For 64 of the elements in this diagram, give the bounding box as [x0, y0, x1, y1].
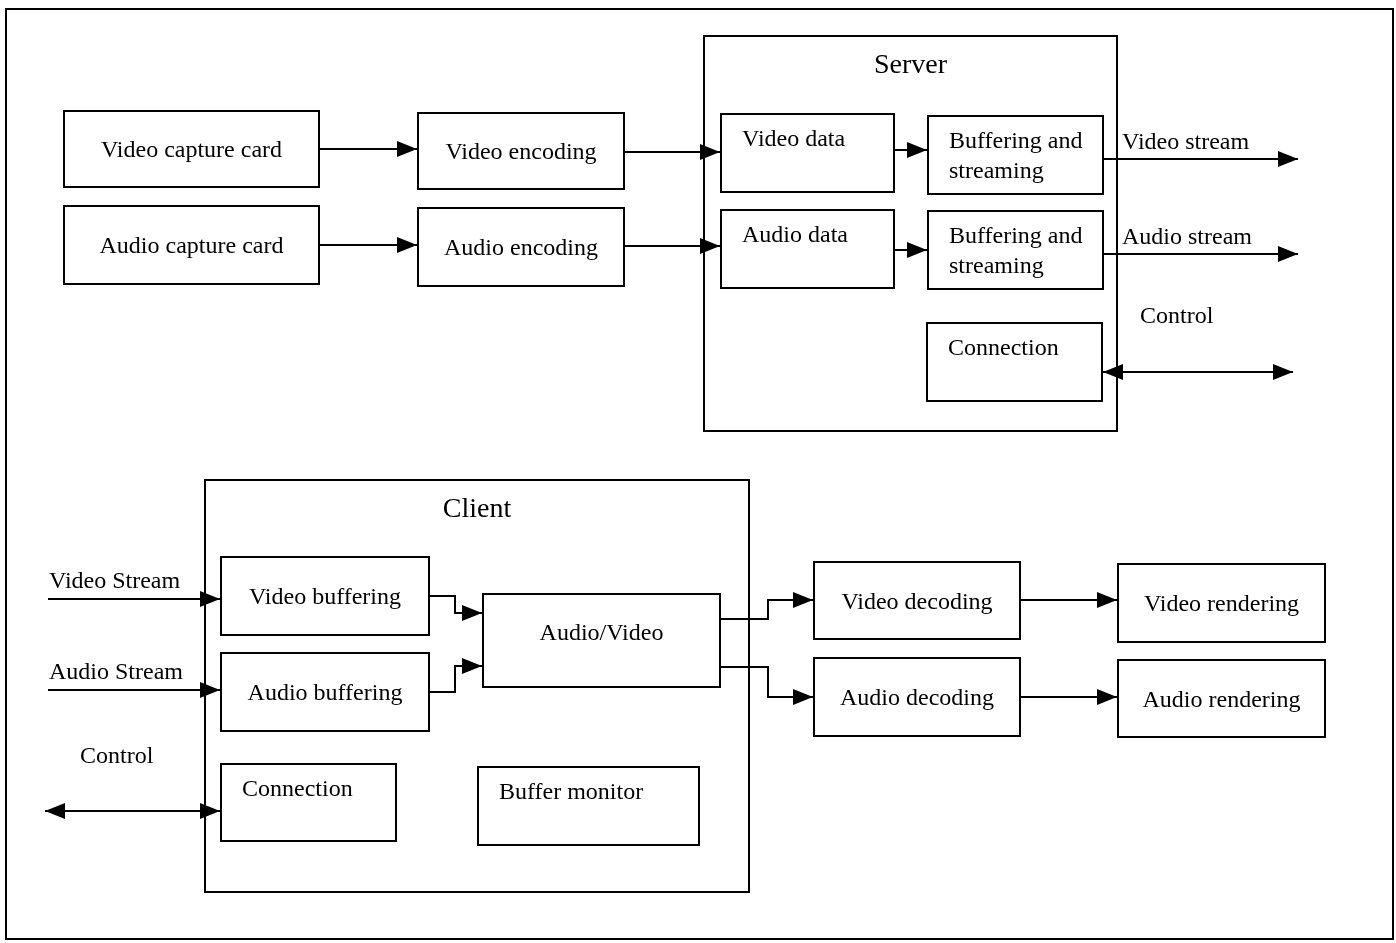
process-box [417, 112, 625, 190]
arrow [319, 141, 418, 157]
arrow [624, 238, 721, 254]
box-label: Video capture card [100, 135, 283, 164]
arrow [1103, 151, 1299, 167]
process-box [220, 652, 430, 732]
box-label: Video buffering [248, 582, 402, 611]
process-box [63, 205, 320, 285]
process-box [63, 110, 320, 188]
arrow [429, 595, 483, 621]
process-box [720, 209, 895, 289]
box-label: Audio buffering [247, 678, 403, 707]
process-box [927, 210, 1104, 290]
process-box [220, 556, 430, 636]
box-label: Buffering and streaming [949, 222, 1083, 278]
container-title: Client [442, 492, 512, 523]
box-label: Buffering and streaming [949, 127, 1083, 183]
arrow [47, 682, 221, 698]
arrow [319, 237, 418, 253]
arrow [1020, 592, 1118, 608]
box-label: Audio capture card [99, 231, 284, 260]
process-box [927, 115, 1104, 195]
edge-label: Control [1140, 301, 1214, 330]
edge-label: Audio stream [1122, 222, 1252, 251]
box-label: Video rendering [1143, 589, 1300, 618]
arrow [1020, 689, 1118, 705]
box-label: Audio data [742, 221, 848, 247]
arrow [894, 142, 928, 158]
arrow [47, 591, 221, 607]
process-box [220, 763, 397, 842]
process-box [482, 593, 721, 688]
arrow [720, 666, 814, 705]
box-label: Audio decoding [840, 683, 994, 712]
box-label: Buffer monitor [499, 778, 644, 804]
process-box [813, 657, 1021, 737]
process-box [477, 766, 700, 846]
container-title: Server [873, 48, 948, 79]
box-label: Audio rendering [1142, 684, 1301, 714]
arrow [44, 803, 221, 819]
edge-label: Control [80, 741, 154, 770]
process-box [1117, 659, 1326, 738]
process-box [417, 207, 625, 287]
box-label: Connection [948, 334, 1059, 360]
process-box [720, 113, 895, 193]
process-box [926, 322, 1103, 402]
edge-label: Audio Stream [49, 657, 183, 686]
edge-label: Video stream [1122, 127, 1250, 156]
box-label: Audio/Video [539, 619, 664, 645]
arrow [894, 242, 928, 258]
box-label: Video encoding [445, 137, 597, 166]
arrow [1102, 364, 1294, 380]
arrow [720, 592, 814, 620]
box-label: Connection [242, 775, 353, 801]
process-box [813, 561, 1021, 640]
process-box [1117, 563, 1326, 643]
container-box [204, 479, 750, 893]
arrow [624, 144, 721, 160]
arrow [429, 658, 483, 693]
edge-label: Video Stream [49, 566, 181, 595]
box-label: Video data [742, 125, 846, 151]
container-box [703, 35, 1118, 432]
box-label: Audio encoding [444, 233, 598, 262]
box-label: Video decoding [841, 586, 993, 616]
arrow [1103, 246, 1299, 262]
